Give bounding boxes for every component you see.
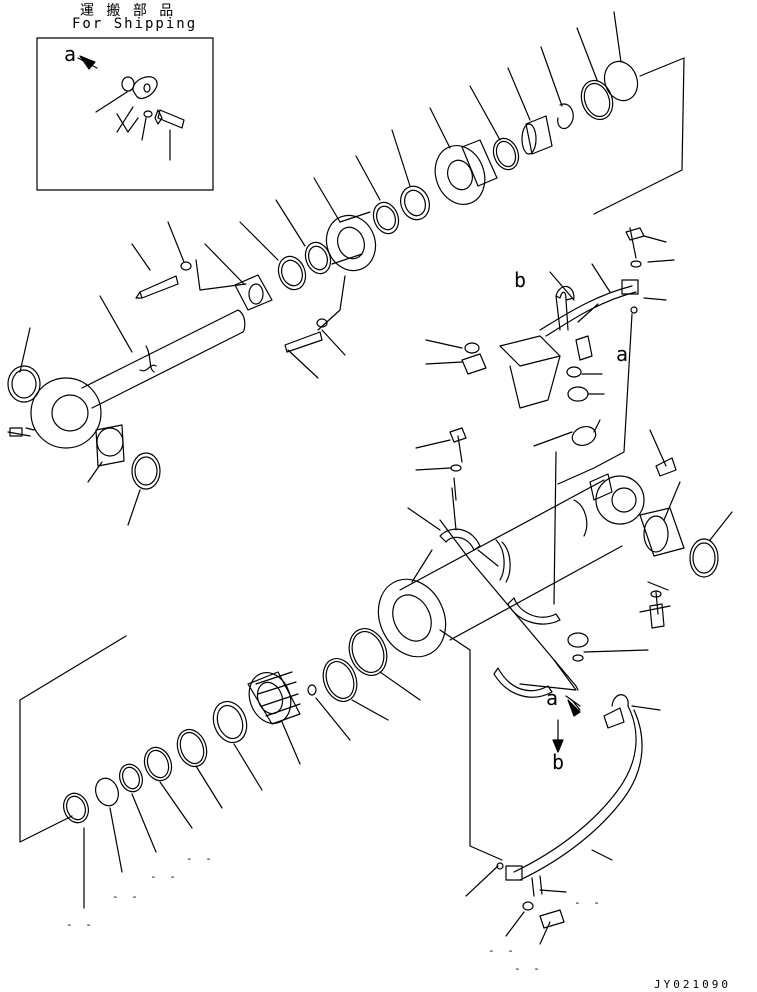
tube-head-flange	[377, 578, 447, 658]
bolt-bottom	[539, 909, 565, 929]
ring-2	[400, 185, 430, 221]
tube-bushing	[639, 507, 685, 557]
bolt-center	[449, 427, 467, 463]
pipe-flange-bottom	[505, 865, 523, 881]
seal-lo-5	[176, 728, 208, 768]
shipping-parts-kanji: 運 搬 部 品	[80, 3, 176, 19]
inset-lock-plate	[132, 76, 158, 100]
ring-4	[277, 255, 307, 291]
upper-exploded-parts	[131, 11, 639, 379]
upper-piping-bracket	[415, 57, 685, 662]
washer-bottom	[522, 901, 534, 911]
bolt-lower-right	[649, 591, 665, 629]
dash-mark-7: - -	[514, 962, 543, 975]
backup-ring	[580, 79, 614, 121]
callout-b-top: b	[514, 268, 527, 292]
washer-top-right	[630, 260, 642, 268]
callout-a-lower: a	[546, 686, 559, 710]
piston-nut-body	[461, 139, 498, 187]
washer-b2	[566, 366, 582, 378]
set-screw	[307, 684, 317, 696]
bolt-top-right	[625, 227, 645, 259]
eye-seal-left	[7, 365, 41, 403]
rod-eye	[30, 377, 102, 449]
piston-rod-assembly	[7, 295, 246, 526]
bottom-band-clamp	[493, 667, 553, 698]
plug-ring	[571, 425, 597, 447]
eye-bushing	[95, 424, 125, 467]
leader-frame-top	[593, 57, 685, 215]
dash-mark-3: - -	[150, 870, 179, 883]
drawing-code: JY021090	[654, 978, 731, 991]
dash-mark-5: - -	[574, 896, 603, 909]
tube-port-block	[589, 473, 613, 501]
piston-nut	[434, 145, 486, 205]
tube-eye	[595, 475, 645, 525]
bolt-upper	[139, 275, 179, 299]
washer-center	[450, 464, 462, 472]
o-ring-large	[603, 60, 639, 102]
callout-a-inset: a	[64, 42, 77, 66]
bracket-plate-b	[499, 335, 561, 367]
inset-small-ring	[121, 76, 135, 92]
dash-mark-6: - -	[488, 944, 517, 957]
seal-lo-8	[348, 628, 388, 676]
dash-mark-4: - -	[186, 852, 215, 865]
pipe-lower	[513, 705, 637, 873]
inset-washer	[143, 110, 153, 118]
dash-mark-1: - -	[66, 918, 95, 931]
nut-lower	[567, 632, 589, 648]
tube-grease-nipple	[655, 457, 677, 477]
callout-a-right: a	[616, 342, 629, 366]
pipe-clamp-lower	[603, 707, 625, 729]
cylinder-tube-assembly	[377, 429, 733, 698]
seal-ring-1	[492, 137, 520, 171]
pipe-clamp-upper	[575, 335, 593, 361]
nut-b	[461, 353, 487, 375]
seal-lo-7	[322, 658, 358, 702]
o-ring-small	[630, 306, 638, 314]
tube-outline	[399, 479, 623, 641]
u-bolt-lower	[611, 694, 629, 707]
tube-seal	[689, 538, 719, 578]
pipe-flange-top	[621, 279, 639, 295]
washer-upper	[180, 261, 192, 271]
nut-b2	[567, 386, 589, 402]
grease-nipple	[7, 427, 35, 437]
shim-plate	[234, 274, 273, 311]
washer-b1	[464, 342, 480, 354]
bolt-mid	[284, 331, 323, 353]
seal-lo-2	[95, 777, 119, 807]
lower-piston-seals	[19, 628, 421, 909]
bushing-upper	[525, 115, 553, 155]
seal-lo-3	[119, 763, 143, 793]
dash-mark-2: - -	[112, 890, 141, 903]
callout-b-lower: b	[552, 750, 565, 774]
rod-outline	[81, 309, 244, 409]
ring-3	[372, 201, 400, 235]
snap-ring	[557, 103, 574, 130]
inset-frame	[36, 37, 214, 191]
shipping-parts-title: For Shipping	[72, 16, 198, 32]
seal-lo-6	[212, 700, 248, 744]
piston-body	[247, 671, 301, 725]
seal-lo-4	[143, 746, 173, 782]
lower-band-clamp	[507, 597, 561, 625]
lower-piping	[439, 629, 661, 945]
pipe-upper	[539, 285, 633, 331]
eye-seal-right	[131, 452, 161, 490]
seal-lo-1	[63, 792, 89, 824]
dust-seal	[304, 241, 332, 275]
u-bolt-bottom	[531, 875, 543, 897]
u-bolt-top	[555, 285, 575, 301]
inset-arrowhead	[79, 55, 96, 70]
upper-band-clamp	[439, 528, 481, 551]
shipping-inset	[36, 37, 214, 191]
